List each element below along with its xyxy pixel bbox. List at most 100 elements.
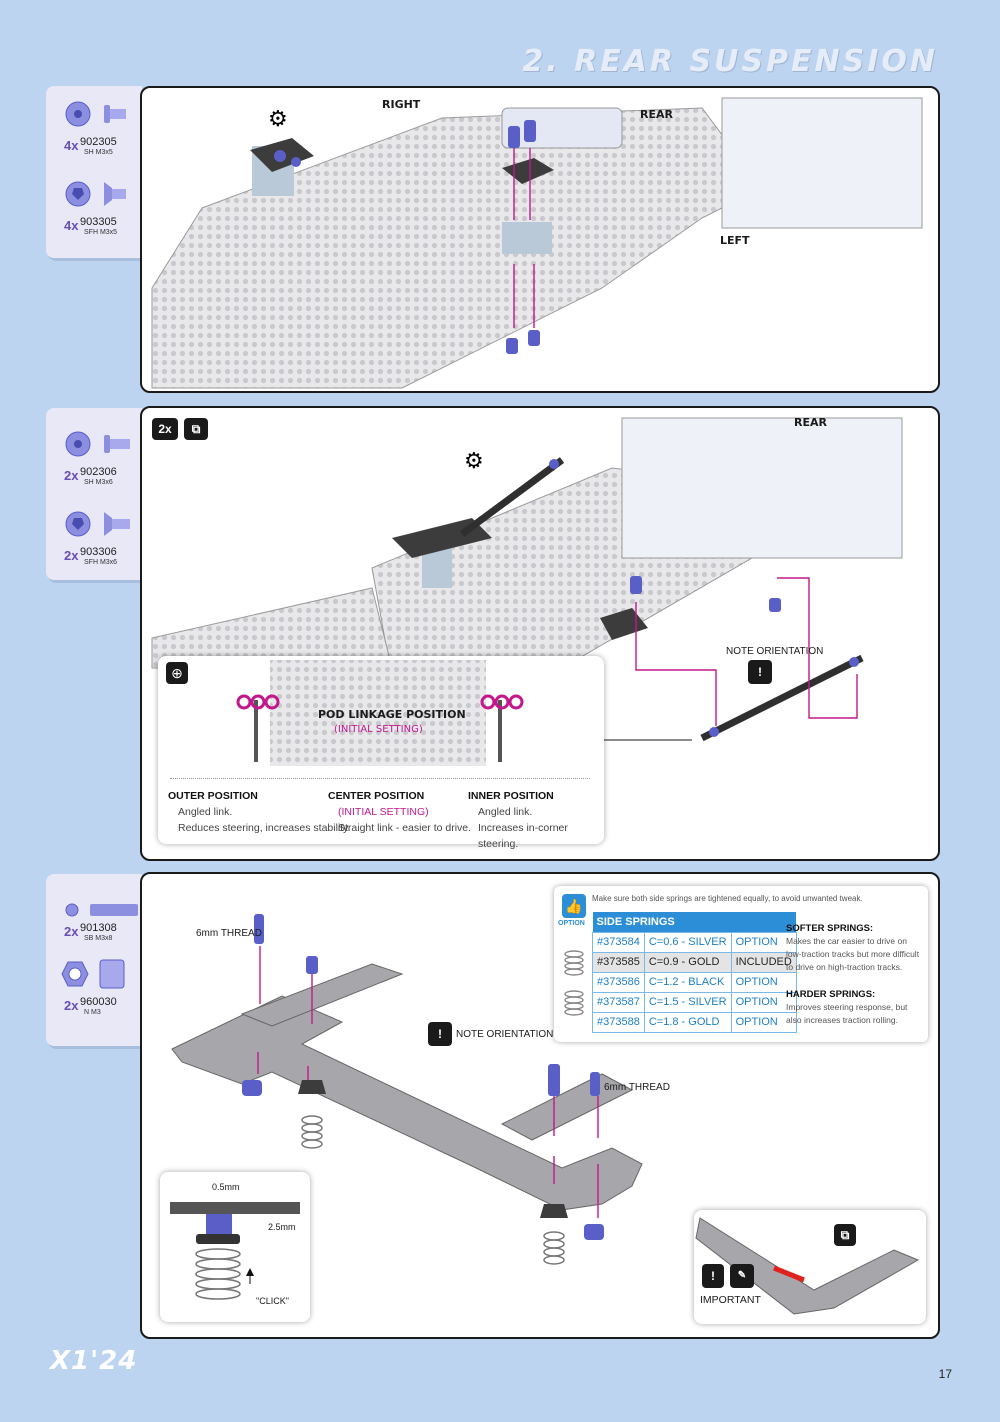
part-desc: SFH M3x6 <box>84 559 118 566</box>
label-left: LEFT <box>720 234 750 247</box>
outer-position-heading: OUTER POSITION <box>168 790 258 802</box>
center-position-column: CENTER POSITION (INITIAL SETTING) Straig… <box>328 788 471 836</box>
part-desc: SB M3x8 <box>84 935 113 942</box>
part-desc: SH M3x5 <box>84 149 113 156</box>
part-item: 2x 901308 SB M3x8 <box>46 888 142 968</box>
harder-springs-info: HARDER SPRINGS: Improves steering respon… <box>786 988 924 1027</box>
option-thumbs-up-icon: 👍 <box>562 894 586 918</box>
part-number: 902306 <box>80 466 117 478</box>
note-orientation-label: NOTE ORIENTATION <box>726 646 824 657</box>
part-number: 901308 <box>80 922 117 934</box>
label-right: RIGHT <box>382 98 421 111</box>
part-qty: 4x <box>64 138 79 153</box>
parts-list-step3: 2x 901308 SB M3x8 2x 960030 N M3 <box>46 874 142 1046</box>
inner-position-heading: INNER POSITION <box>468 790 554 802</box>
pod-linkage-illustration <box>236 660 524 766</box>
part-item: 2x 902306 SH M3x6 <box>46 422 142 502</box>
important-label: IMPORTANT <box>700 1294 761 1306</box>
inner-position-line1: Angled link. <box>478 806 533 818</box>
ca-glue-illustration <box>695 1217 920 1315</box>
quantity-badge: 2x <box>152 418 178 440</box>
ca-glue-inset: ⧉ ! ✎ IMPORTANT <box>694 1210 926 1324</box>
detail-magnifier-icon: ⊕ <box>166 662 188 684</box>
button-head-screw-icon <box>65 101 126 127</box>
thread-label: 6mm THREAD <box>604 1082 670 1093</box>
detail-subtitle: (INITIAL SETTING) <box>334 724 423 735</box>
harder-springs-text: Improves steering response, but also inc… <box>786 1002 908 1025</box>
outer-position-line1: Angled link. <box>178 806 233 818</box>
warning-icon: ! <box>702 1264 724 1288</box>
softer-springs-text: Makes the car easier to drive on low-tra… <box>786 936 920 972</box>
height-label: 2.5mm <box>268 1222 296 1232</box>
flat-head-screw-icon <box>65 181 126 207</box>
button-head-screw-icon <box>65 431 130 457</box>
thread-label: 6mm THREAD <box>196 928 262 939</box>
part-desc: SH M3x6 <box>84 479 113 486</box>
label-rear: REAR <box>794 416 827 429</box>
part-item: 2x 960030 N M3 <box>46 952 142 1032</box>
inner-position-column: INNER POSITION Angled link. Increases in… <box>468 788 604 852</box>
section-title: 2. REAR SUSPENSION <box>522 44 938 79</box>
warning-icon: ! <box>748 660 772 684</box>
part-item: 4x 902305 SH M3x5 <box>46 92 142 172</box>
side-springs-header: SIDE SPRINGS <box>592 912 797 932</box>
part-qty: 2x <box>64 548 79 563</box>
tool-gear-icon: ⚙ <box>464 448 484 473</box>
brand-logo: X1'24 <box>50 1346 138 1376</box>
ca-glue-icon: ✎ <box>730 1264 754 1288</box>
outer-position-column: OUTER POSITION Angled link. Reduces stee… <box>168 788 351 836</box>
parts-list-step1: 4x 902305 SH M3x5 4x 903305 SFH M3x5 <box>46 86 142 258</box>
part-desc: N M3 <box>84 1009 101 1016</box>
step1-panel: RIGHT REAR LEFT ⚙ <box>140 86 940 393</box>
tool-gear-icon: ⚙ <box>268 106 288 131</box>
part-desc: SFH M3x5 <box>84 229 118 236</box>
part-qty: 2x <box>64 998 79 1013</box>
page-number: 17 <box>938 1367 952 1381</box>
click-label: "CLICK" <box>256 1296 289 1306</box>
side-springs-option-box: 👍 OPTION Make sure both side springs are… <box>554 886 928 1042</box>
detail-inset: ⊕ POD LINKAGE POSITION (INITIAL SETTING)… <box>158 656 604 850</box>
nut-icon <box>61 959 125 989</box>
option-label: OPTION <box>558 920 585 927</box>
part-number: 960030 <box>80 996 117 1008</box>
step2-illustration <box>151 417 903 742</box>
option-note: Make sure both side springs are tightene… <box>592 894 863 903</box>
step1-illustration <box>151 97 923 389</box>
step2-panel: 2x ⧉ REAR ⚙ NOTE ORIENTATION ! ⊕ POD LIN… <box>140 406 940 861</box>
step3-panel: 6mm THREAD 6mm THREAD ! NOTE ORIENTATION… <box>140 872 940 1339</box>
left-equals-right-icon: ⧉ <box>184 418 208 440</box>
part-number: 902305 <box>80 136 117 148</box>
warning-icon: ! <box>428 1022 452 1046</box>
part-qty: 2x <box>64 468 79 483</box>
part-number: 903305 <box>80 216 117 228</box>
left-equals-right-icon: ⧉ <box>834 1224 856 1246</box>
parts-list-step2: 2x 902306 SH M3x6 2x 903306 SFH M3x6 <box>46 408 142 580</box>
spring-icons <box>564 950 584 1016</box>
part-item: 4x 903305 SFH M3x5 <box>46 172 142 252</box>
center-position-line2: Straight link - easier to drive. <box>338 822 472 834</box>
part-number: 903306 <box>80 546 117 558</box>
step3-illustration <box>171 914 643 1265</box>
outer-position-line2: Reduces steering, increases stability. <box>178 822 351 834</box>
label-rear: REAR <box>640 108 673 121</box>
center-position-heading: CENTER POSITION <box>328 790 425 802</box>
flat-head-screw-icon <box>65 511 130 537</box>
detail-title: POD LINKAGE POSITION <box>318 708 466 721</box>
spring-clearance-illustration <box>170 1202 300 1300</box>
inner-position-line2: Increases in-corner steering. <box>478 822 568 850</box>
part-qty: 2x <box>64 924 79 939</box>
set-screw-icon <box>65 903 138 917</box>
gap-label: 0.5mm <box>212 1182 240 1192</box>
spring-clearance-inset: 0.5mm 2.5mm "CLICK" <box>160 1172 310 1322</box>
softer-springs-heading: SOFTER SPRINGS: <box>786 923 874 934</box>
part-item: 2x 903306 SFH M3x6 <box>46 502 142 582</box>
softer-springs-info: SOFTER SPRINGS: Makes the car easier to … <box>786 922 924 974</box>
center-position-line1: (INITIAL SETTING) <box>338 806 429 818</box>
note-orientation-label: NOTE ORIENTATION <box>456 1029 554 1040</box>
part-qty: 4x <box>64 218 79 233</box>
